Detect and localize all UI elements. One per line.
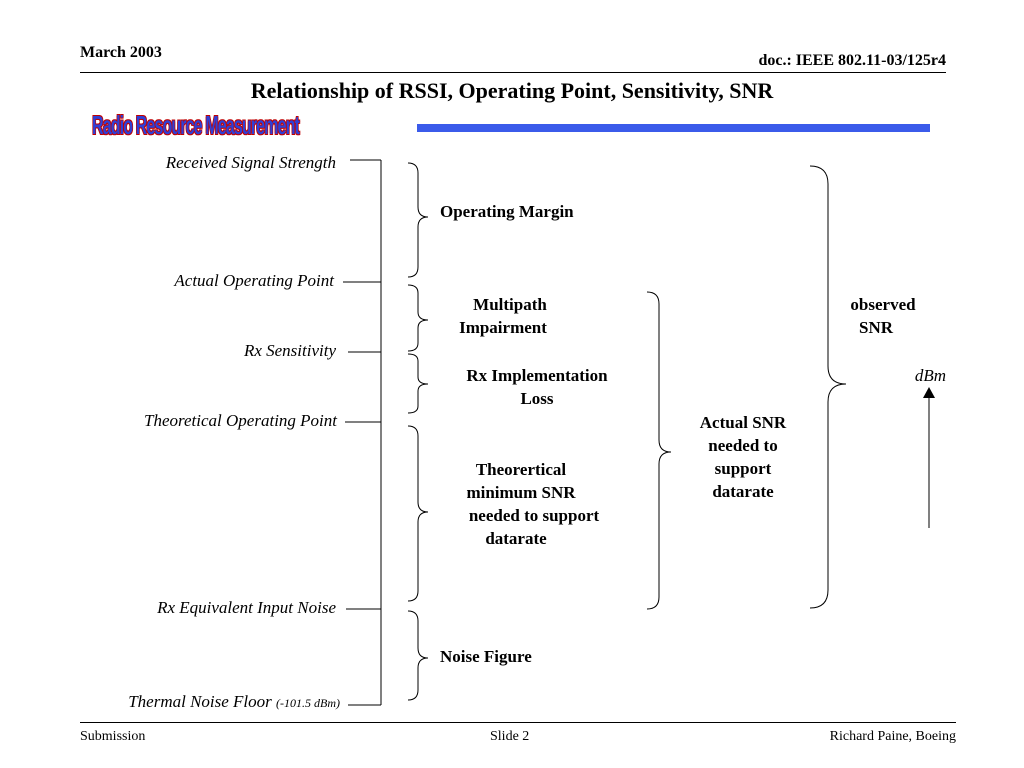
label-observed-snr: observed SNR — [830, 293, 936, 339]
level-thermal-noise-floor: Thermal Noise Floor (-101.5 dBm) — [128, 692, 340, 712]
actual-snr-line1: Actual SNR — [699, 413, 787, 432]
actual-snr-line4: datarate — [712, 482, 774, 501]
footer-submission: Submission — [80, 729, 146, 744]
brace-rx-implementation — [407, 353, 429, 414]
brace-operating-margin — [407, 162, 429, 278]
level-theoretical-operating-point: Theoretical Operating Point — [144, 411, 337, 430]
level-actual-operating-point: Actual Operating Point — [174, 271, 334, 290]
brace-noise-figure — [407, 610, 429, 701]
multipath-line2: Impairment — [459, 318, 547, 337]
thermal-noise-floor-value: (-101.5 dBm) — [276, 696, 340, 710]
dbm-arrow-head — [923, 387, 935, 398]
actual-snr-line3: support — [714, 459, 772, 478]
axis-unit-dbm: dBm — [914, 366, 946, 385]
thermal-noise-floor-label: Thermal Noise Floor — [128, 692, 272, 711]
header-date: March 2003 — [80, 44, 162, 61]
theoretical-line4: datarate — [485, 529, 547, 548]
label-operating-margin: Operating Margin — [440, 202, 574, 221]
brace-observed-snr — [809, 165, 847, 609]
theoretical-line1: Theorertical — [475, 460, 567, 479]
logo-radio-resource-measurement: Radio Resource Measurement — [92, 110, 300, 140]
title-accent-bar — [417, 124, 930, 132]
level-received-signal-strength: Received Signal Strength — [165, 153, 336, 172]
theoretical-line2: minimum SNR — [466, 483, 576, 502]
level-rx-equivalent-input-noise: Rx Equivalent Input Noise — [157, 598, 336, 617]
observed-line1: observed — [850, 295, 916, 314]
brace-multipath — [407, 284, 429, 352]
multipath-line1: Multipath — [473, 295, 547, 314]
label-rx-implementation-loss: Rx Implementation Loss — [432, 364, 642, 410]
label-theoretical-min-snr: Theorertical minimum SNR needed to suppo… — [436, 458, 632, 550]
slide-title: Relationship of RSSI, Operating Point, S… — [250, 78, 774, 103]
footer-divider — [80, 722, 956, 723]
label-actual-snr: Actual SNR needed to support datarate — [674, 411, 812, 503]
theoretical-line3: needed to support — [468, 506, 600, 525]
brace-actual-snr — [646, 291, 672, 610]
level-rx-sensitivity: Rx Sensitivity — [243, 341, 336, 360]
brace-theoretical — [407, 425, 429, 602]
label-noise-figure: Noise Figure — [440, 647, 532, 666]
footer-author: Richard Paine, Boeing — [829, 729, 956, 744]
rx-impl-line1: Rx Implementation — [466, 366, 608, 385]
rx-impl-line2: Loss — [520, 389, 554, 408]
actual-snr-line2: needed to — [708, 436, 778, 455]
observed-line2: SNR — [858, 318, 893, 337]
footer-slide-number: Slide 2 — [490, 729, 530, 744]
header-doc-id: doc.: IEEE 802.11-03/125r4 — [758, 52, 946, 69]
label-multipath-impairment: Multipath Impairment — [430, 293, 590, 339]
header-divider — [80, 72, 946, 73]
